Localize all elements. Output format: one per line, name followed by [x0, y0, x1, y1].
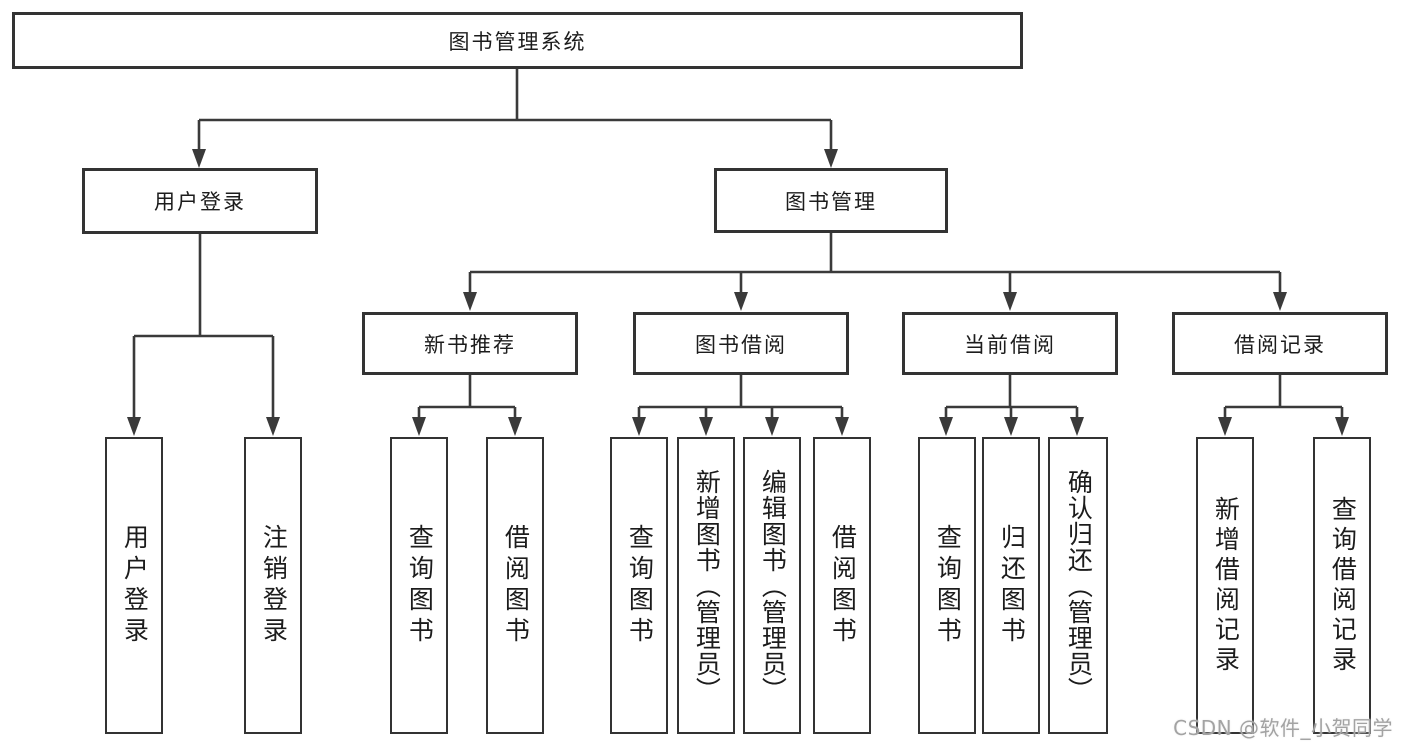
leaf-borrow-books-borrowing: 借阅图书 [813, 437, 871, 734]
leaf-borrow-books-recommend: 借阅图书 [486, 437, 544, 734]
leaf-query-books-recommend: 查询图书 [390, 437, 448, 734]
node-new-book-recommend: 新书推荐 [362, 312, 578, 375]
leaf-edit-book-admin: 编辑图书（管理员） [743, 437, 801, 734]
leaf-label: 查询图书 [933, 523, 963, 648]
leaf-add-borrow-record: 新增借阅记录 [1196, 437, 1254, 734]
edge [944, 375, 1079, 419]
arrowhead-icon [508, 417, 522, 436]
edge [197, 69, 833, 151]
node-book-management: 图书管理 [714, 168, 948, 233]
node-library-system: 图书管理系统 [12, 12, 1023, 69]
arrowhead-icon [734, 292, 748, 311]
arrowhead-icon [939, 417, 953, 436]
connector-current-borrow-branch [939, 375, 1084, 436]
arrowhead-icon [835, 417, 849, 436]
edge [132, 234, 275, 419]
leaf-query-books-current: 查询图书 [918, 437, 976, 734]
arrowhead-icon [266, 417, 280, 436]
leaf-confirm-return-admin: 确认归还（管理员） [1048, 437, 1108, 734]
leaf-query-books-borrowing: 查询图书 [610, 437, 668, 734]
arrowhead-icon [1273, 292, 1287, 311]
node-label: 图书借阅 [695, 332, 787, 357]
leaf-label: 查询图书 [625, 523, 655, 648]
arrowhead-icon [1335, 417, 1349, 436]
node-label: 新书推荐 [424, 332, 516, 357]
connector-user-login-branch [127, 234, 280, 436]
arrowhead-icon [192, 149, 206, 168]
leaf-label: 查询借阅记录 [1328, 495, 1358, 676]
arrowhead-icon [463, 292, 477, 311]
leaf-label: 编辑图书（管理员） [758, 468, 788, 703]
arrowhead-icon [1070, 417, 1084, 436]
arrowhead-icon [1218, 417, 1232, 436]
edge [417, 375, 517, 419]
node-label: 图书管理系统 [448, 29, 587, 54]
leaf-label: 新增借阅记录 [1211, 495, 1241, 676]
edge [1223, 375, 1344, 419]
leaf-label: 借阅图书 [501, 523, 531, 648]
arrowhead-icon [1004, 417, 1018, 436]
connector-book-management-branch [463, 233, 1287, 311]
arrowhead-icon [412, 417, 426, 436]
leaf-label: 查询图书 [405, 523, 435, 648]
arrowhead-icon [632, 417, 646, 436]
leaf-label: 借阅图书 [828, 523, 858, 648]
leaf-query-borrow-record: 查询借阅记录 [1313, 437, 1371, 734]
arrowhead-icon [699, 417, 713, 436]
leaf-logout: 注销登录 [244, 437, 302, 734]
connector-root-branch [192, 69, 838, 168]
arrowhead-icon [824, 149, 838, 168]
connector-book-borrow-branch [632, 375, 849, 436]
node-user-login: 用户登录 [82, 168, 318, 234]
arrowhead-icon [765, 417, 779, 436]
node-label: 借阅记录 [1234, 332, 1326, 357]
arrowhead-icon [127, 417, 141, 436]
node-label: 用户登录 [154, 190, 246, 214]
watermark: CSDN @软件_小贺同学 [1173, 716, 1393, 740]
edge [637, 375, 844, 419]
edge [468, 233, 1282, 294]
connector-borrow-records-branch [1218, 375, 1349, 436]
leaf-user-login: 用户登录 [105, 437, 163, 734]
leaf-label: 归还图书 [997, 523, 1027, 648]
leaf-add-book-admin: 新增图书（管理员） [677, 437, 735, 734]
connector-new-book-branch [412, 375, 522, 436]
leaf-return-books: 归还图书 [982, 437, 1040, 734]
leaf-label: 注销登录 [259, 523, 289, 648]
arrowhead-icon [1003, 292, 1017, 311]
node-book-borrowing: 图书借阅 [633, 312, 849, 375]
leaf-label: 新增图书（管理员） [692, 468, 722, 703]
node-borrow-records: 借阅记录 [1172, 312, 1388, 375]
leaf-label: 用户登录 [120, 523, 150, 648]
node-label: 图书管理 [785, 189, 877, 214]
leaf-label: 确认归还（管理员） [1064, 468, 1094, 703]
node-label: 当前借阅 [964, 332, 1056, 357]
node-current-borrowing: 当前借阅 [902, 312, 1118, 375]
